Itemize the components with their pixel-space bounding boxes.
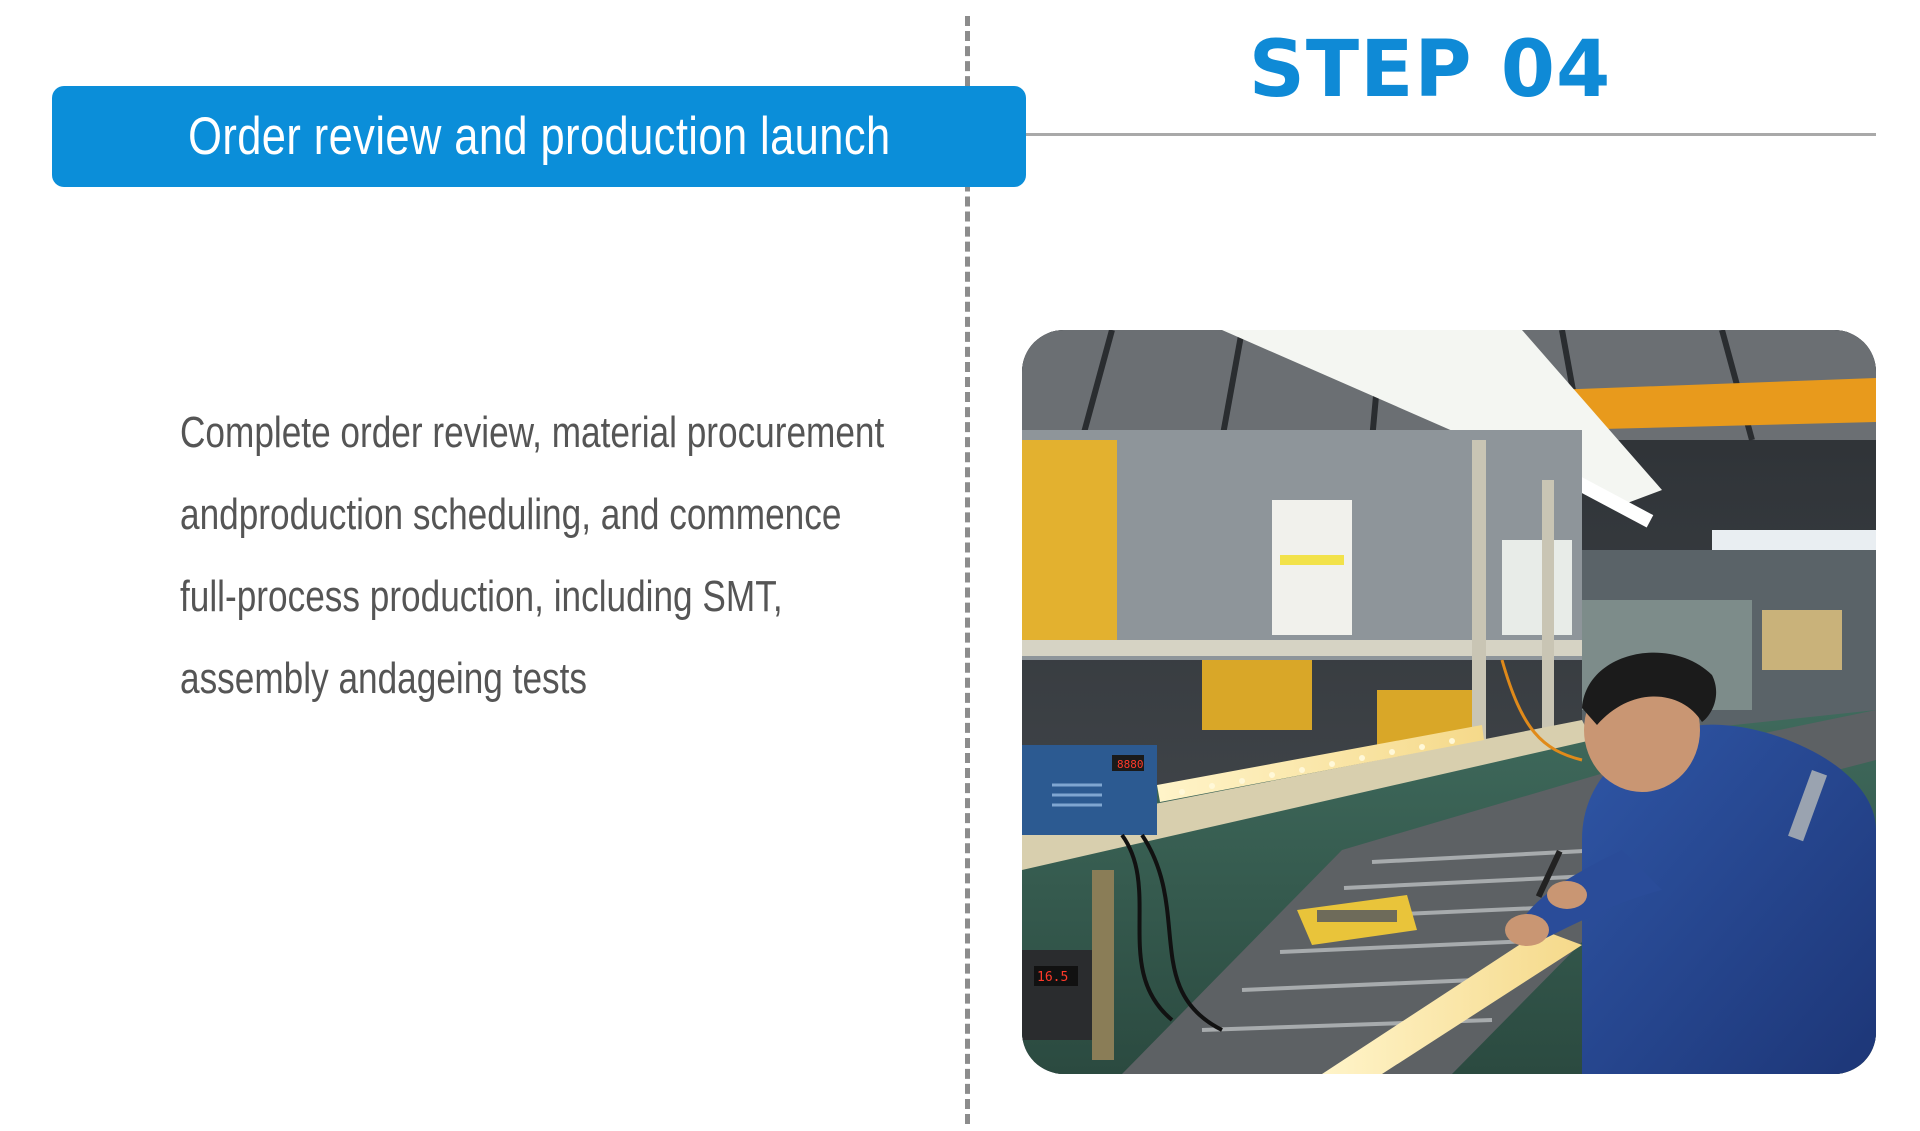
description-line: assembly andageing tests bbox=[180, 654, 587, 703]
factory-production-photo: 8880 16.5 bbox=[1022, 330, 1876, 1074]
description-line: Complete order review, material procurem… bbox=[180, 408, 885, 457]
meter-display-top: 8880 bbox=[1117, 758, 1144, 771]
step-banner: Order review and production launch bbox=[52, 86, 1026, 187]
description-line: full-process production, including SMT, bbox=[180, 572, 783, 621]
meter-display-bottom: 16.5 bbox=[1037, 970, 1068, 985]
dashed-divider bbox=[965, 16, 970, 1124]
banner-title: Order review and production launch bbox=[187, 106, 891, 166]
step-description: Complete order review, material procurem… bbox=[180, 392, 885, 720]
description-line: andproduction scheduling, and commence bbox=[180, 490, 842, 539]
step-number: STEP 04 bbox=[1248, 25, 1612, 115]
step-underline bbox=[1024, 133, 1876, 136]
production-line-illustration: 8880 16.5 bbox=[1022, 330, 1876, 1074]
